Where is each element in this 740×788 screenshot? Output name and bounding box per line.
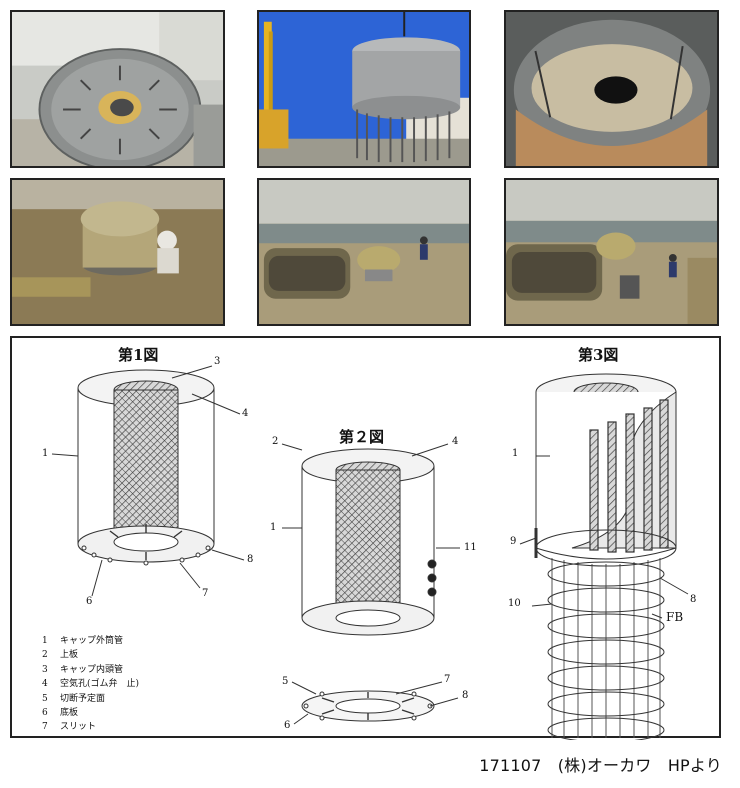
photo-excavator-site-2 — [504, 178, 719, 326]
fig2-callout-5: 5 — [282, 676, 289, 687]
figure-3-cap-with-rebar — [519, 373, 689, 740]
fig2-callout-7: 7 — [444, 674, 451, 685]
fig1-callout-1: 1 — [42, 448, 49, 459]
figure-3-title: 第3図 — [578, 346, 619, 364]
source-credit: 171107 (株)オーカワ HPより — [479, 756, 722, 775]
photo-excavator-site-1 — [257, 178, 471, 326]
fig3-callout-1: 1 — [512, 448, 519, 459]
fig2-callout-2: 2 — [272, 436, 279, 447]
patent-diagram-panel: 第1図 第２図 第3図 3 4 1 8 6 7 2 4 1 11 5 7 8 6… — [10, 336, 721, 740]
fig1-callout-4: 4 — [242, 408, 249, 419]
photo-cap-in-soil — [10, 178, 225, 326]
fig2-callout-1: 1 — [270, 522, 277, 533]
fig1-callout-6: 6 — [86, 596, 93, 607]
fig1-callout-3: 3 — [214, 356, 221, 367]
photo-cap-lifted-by-crane — [257, 10, 471, 168]
fig2-callout-8: 8 — [462, 690, 469, 701]
fig2-callout-4: 4 — [452, 436, 459, 447]
fig3-callout-9: 9 — [510, 536, 517, 547]
figure-2-title: 第２図 — [339, 428, 385, 446]
fig1-callout-7: 7 — [202, 588, 209, 599]
fig3-callout-FB: FB — [666, 610, 684, 624]
figure-2-cap — [281, 443, 460, 725]
photo-cap-interior — [504, 10, 719, 168]
fig1-callout-8: 8 — [247, 554, 254, 565]
fig3-callout-8: 8 — [690, 594, 697, 605]
diagram-drawing — [51, 365, 689, 740]
fig3-callout-10: 10 — [508, 598, 521, 609]
photo-bottom-plate-disc — [10, 10, 225, 168]
figure-1-title: 第1図 — [118, 346, 159, 364]
fig2-callout-11: 11 — [464, 542, 477, 553]
figure-1-cap — [51, 365, 245, 597]
fig2-callout-6: 6 — [284, 720, 291, 731]
